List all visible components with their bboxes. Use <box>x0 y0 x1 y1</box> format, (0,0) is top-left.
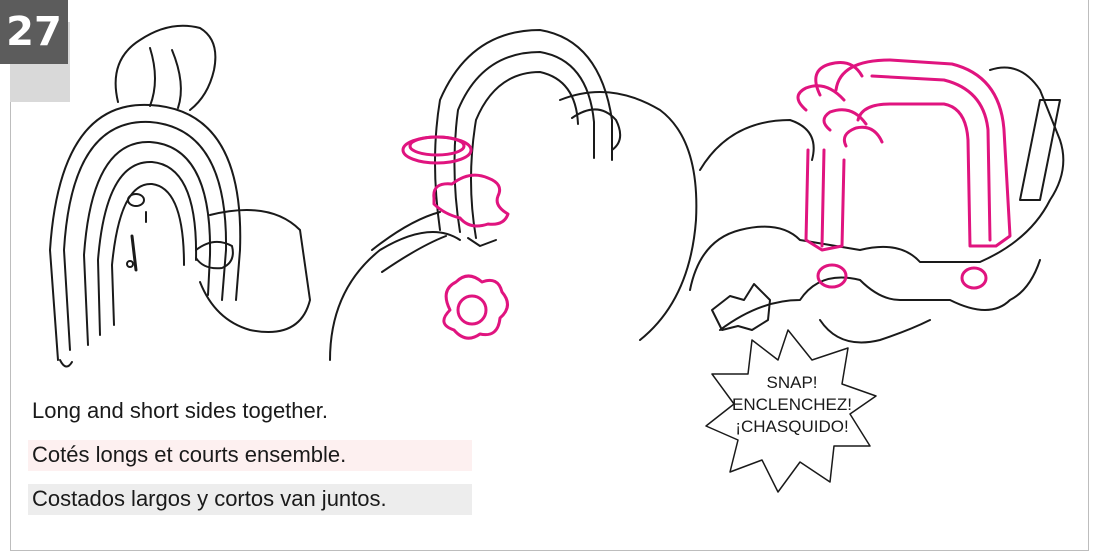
burst-line-english: SNAP! <box>766 373 818 392</box>
snap-burst-text: SNAP! ENCLENCHEZ! ¡CHASQUIDO! <box>722 372 862 438</box>
panel-snap-in <box>689 58 1065 493</box>
page-frame <box>10 0 1089 551</box>
caption-spanish: Costados largos y cortos van juntos. <box>28 484 472 515</box>
caption-french: Cotés longs et courts ensemble. <box>28 440 472 471</box>
burst-line-french: ENCLENCHEZ! <box>732 395 852 414</box>
step-number-badge: 27 <box>0 0 68 64</box>
panel-stacked-rails <box>49 24 311 368</box>
snap-starburst <box>705 329 877 493</box>
panel-clip-attachment <box>329 29 698 361</box>
burst-line-spanish: ¡CHASQUIDO! <box>735 417 849 436</box>
caption-english: Long and short sides together. <box>32 398 328 423</box>
